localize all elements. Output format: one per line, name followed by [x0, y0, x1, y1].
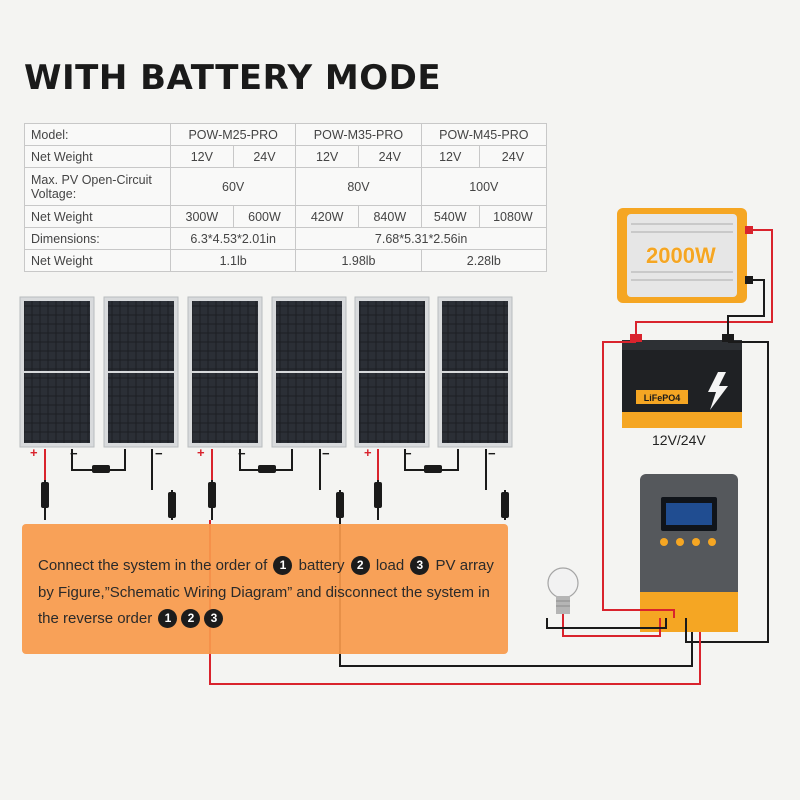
step-number-2: 2 — [350, 556, 370, 575]
minus-label: − — [70, 446, 78, 461]
table-cell: 60V — [169, 167, 297, 206]
table-cell: 80V — [295, 167, 422, 206]
solar-panel — [19, 296, 95, 448]
step-number-1: 1 — [273, 556, 293, 575]
light-bulb-icon — [547, 567, 579, 614]
row-label: Max. PV Open-Circuit Voltage: — [24, 167, 171, 206]
plus-label: + — [197, 445, 205, 460]
solar-panel-array — [19, 296, 513, 448]
table-cell: 600W — [232, 205, 297, 228]
step-number-1: 1 — [158, 609, 178, 628]
table-cell: 1080W — [478, 205, 548, 228]
polarity-labels: + + + − − − − − − — [30, 445, 496, 461]
model-name: POW-M25-PRO — [169, 123, 297, 146]
lightning-icon — [708, 372, 728, 410]
page-title: WITH BATTERY MODE — [24, 58, 442, 98]
inverter-power-label: 2000W — [646, 243, 716, 268]
table-cell: 24V — [478, 145, 548, 168]
table-cell: 24V — [232, 145, 297, 168]
table-cell: 12V — [295, 145, 359, 168]
row-label: Dimensions: — [24, 227, 171, 250]
step-number-3: 3 — [410, 556, 430, 575]
battery-brand: LiFePO4 — [644, 393, 681, 403]
note-text: Connect the system in the order of — [38, 557, 268, 574]
table-cell: 2.28lb — [420, 249, 548, 272]
solar-panel — [187, 296, 263, 448]
solar-panel — [103, 296, 179, 448]
table-row: Dimensions: 6.3*4.53*2.01in 7.68*5.31*2.… — [24, 227, 547, 250]
solar-panel — [271, 296, 347, 448]
row-label: Net Weight — [24, 205, 171, 228]
inverter — [617, 208, 753, 303]
battery-voltage-label: 12V/24V — [652, 432, 706, 448]
note-text: PV array by Figure,”Schematic Wiring Dia… — [38, 557, 494, 627]
row-label: Net Weight — [24, 145, 171, 168]
step-number-3: 3 — [204, 609, 224, 628]
step-number-2: 2 — [181, 609, 201, 628]
table-cell: 12V — [420, 145, 480, 168]
table-cell: 1.1lb — [169, 249, 297, 272]
table-cell: 100V — [420, 167, 548, 206]
table-cell: 1.98lb — [295, 249, 422, 272]
minus-label: − — [404, 446, 412, 461]
battery: LiFePO4 — [622, 334, 742, 428]
table-row: Model: POW-M25-PRO POW-M35-PRO POW-M45-P… — [24, 123, 548, 146]
minus-label: − — [322, 446, 330, 461]
controller-buttons — [660, 538, 716, 546]
table-cell: 420W — [295, 205, 359, 228]
minus-label: − — [155, 446, 163, 461]
table-cell: 540W — [420, 205, 480, 228]
charge-controller — [640, 474, 738, 632]
mc4-connectors — [41, 465, 509, 518]
table-cell: 6.3*4.53*2.01in — [169, 227, 297, 250]
note-text: battery — [298, 557, 345, 574]
table-cell: 12V — [170, 145, 234, 168]
solar-panel — [354, 296, 430, 448]
table-cell: 7.68*5.31*2.56in — [295, 227, 547, 250]
minus-label: − — [238, 446, 246, 461]
instruction-box — [22, 524, 508, 654]
table-row: Max. PV Open-Circuit Voltage: 60V 80V 10… — [24, 167, 548, 206]
panel-leads — [44, 449, 506, 520]
spec-table: Model: POW-M25-PRO POW-M35-PRO POW-M45-P… — [24, 123, 548, 272]
table-row: Net Weight 1.1lb 1.98lb 2.28lb — [24, 249, 548, 272]
plus-label: + — [30, 445, 38, 460]
plus-label: + — [364, 445, 372, 460]
solar-panel — [437, 296, 513, 448]
minus-label: − — [488, 446, 496, 461]
note-text: load — [375, 557, 405, 574]
instruction-text: Connect the system in the order of 1 bat… — [38, 553, 503, 633]
row-label: Net Weight — [24, 249, 171, 272]
table-row: Net Weight 12V 24V 12V 24V 12V 24V — [24, 145, 548, 168]
